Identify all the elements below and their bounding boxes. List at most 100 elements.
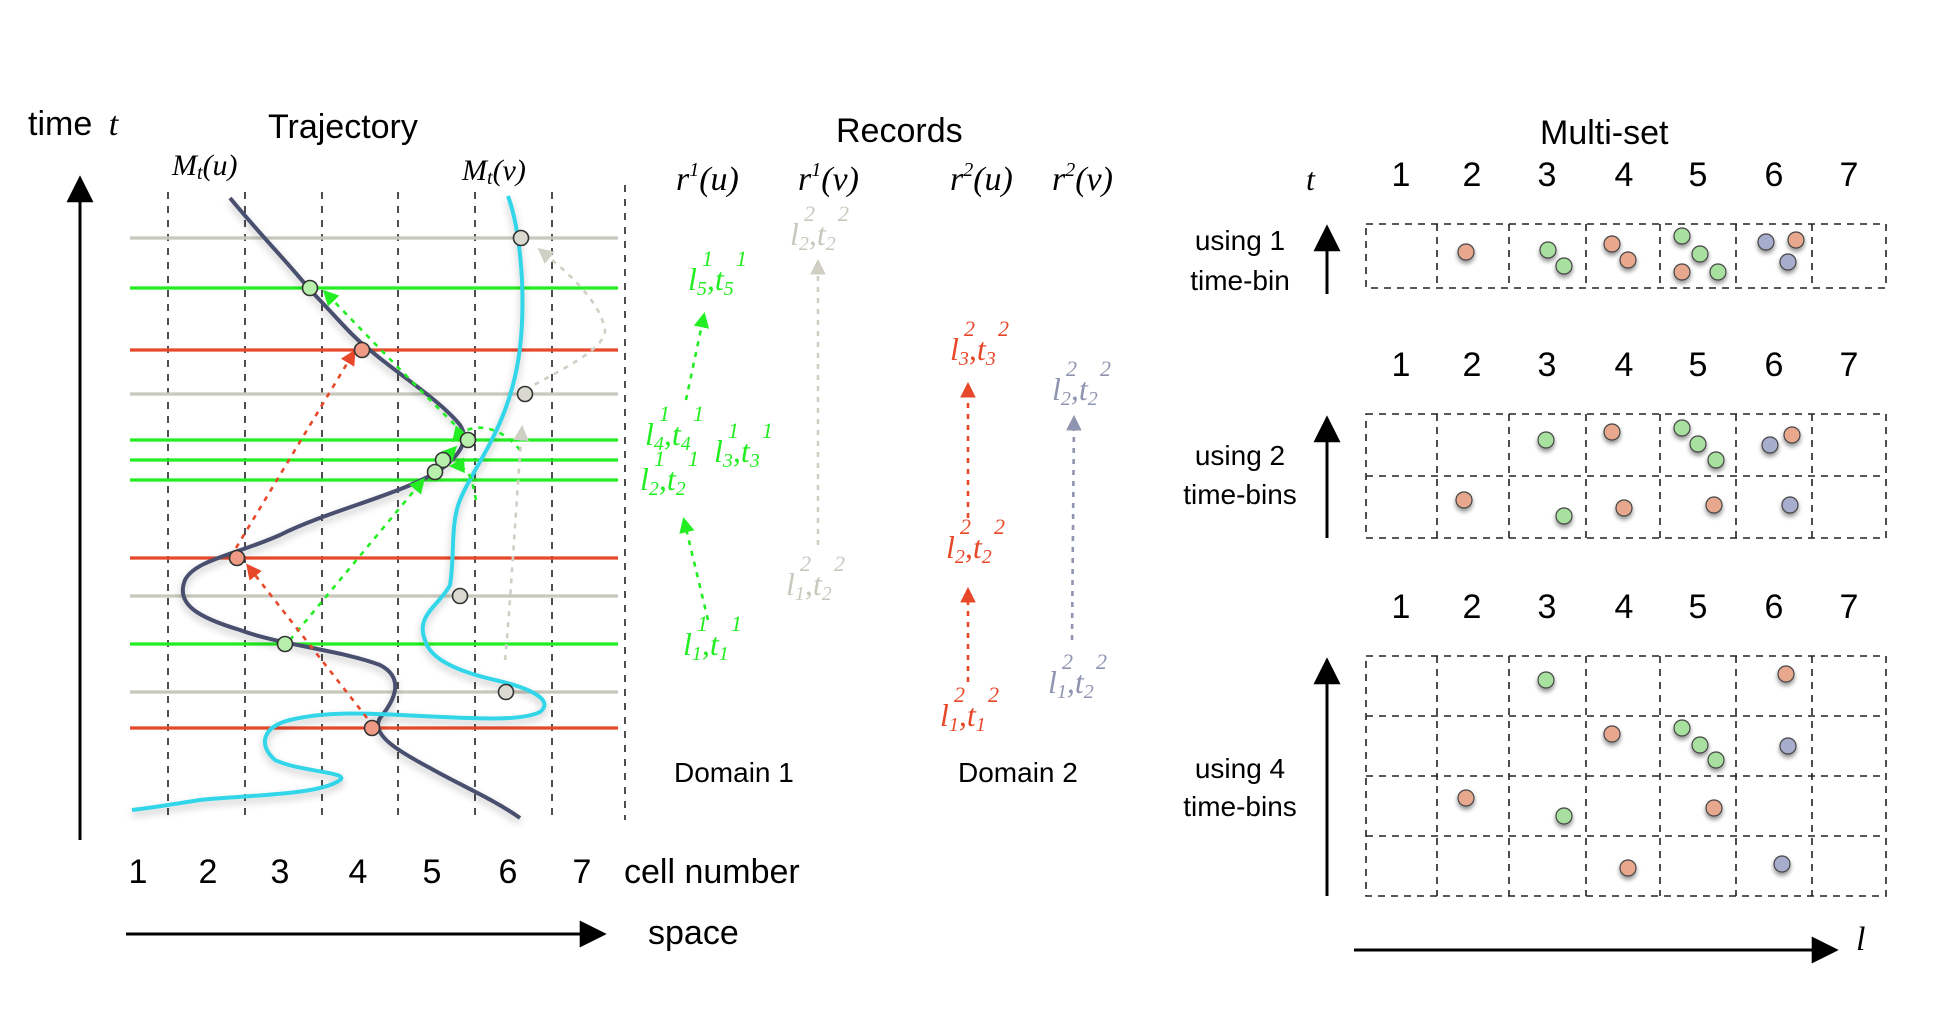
svg-text:1: 1 <box>736 246 747 271</box>
bins-label-line2: time-bins <box>1183 791 1297 822</box>
red-multiset-dot <box>1457 789 1475 807</box>
trajectory-title: Trajectory <box>268 108 418 146</box>
svg-text:l2,t2: l2,t2 <box>946 529 992 568</box>
domain2-label: Domain 2 <box>958 757 1078 788</box>
svg-text:l2,t2: l2,t2 <box>640 461 686 500</box>
trajectory-v-curve <box>131 195 547 812</box>
record-column-header: r2(u) <box>950 159 1013 198</box>
time-axis-label: time t <box>28 105 120 143</box>
svg-text:l4,t4: l4,t4 <box>645 416 691 455</box>
green-multiset-dot <box>1709 263 1727 281</box>
red-node <box>353 341 371 359</box>
multiset-col-label: 6 <box>1765 346 1784 384</box>
cell-label: 7 <box>573 853 592 891</box>
svg-text:1: 1 <box>654 446 665 471</box>
curve-u-label: Mt(u) <box>171 149 238 184</box>
green-node <box>301 279 319 297</box>
blue-multiset-dot <box>1757 233 1775 251</box>
svg-text:2: 2 <box>804 201 815 226</box>
green-multiset-dot <box>1555 807 1573 825</box>
record-column-header: r1(v) <box>798 159 859 198</box>
domain1-label: Domain 1 <box>674 757 794 788</box>
svg-text:1: 1 <box>731 611 742 636</box>
blue-multiset-dot <box>1761 436 1779 454</box>
multiset-col-label: 3 <box>1538 346 1557 384</box>
gray-node <box>451 587 469 605</box>
svg-text:l1,t1: l1,t1 <box>940 697 986 736</box>
red-multiset-dot <box>1603 725 1621 743</box>
bins-label-line2: time-bin <box>1190 265 1290 296</box>
svg-text:2: 2 <box>1096 649 1107 674</box>
green-multiset-dot <box>1707 751 1725 769</box>
green-arrow-3 <box>322 289 471 441</box>
l-axis-label: l <box>1856 921 1865 958</box>
svg-text:l3,t3: l3,t3 <box>714 433 760 472</box>
green-multiset-dot <box>1555 507 1573 525</box>
multiset-col-label: 7 <box>1840 346 1859 384</box>
gray-arrow-1 <box>503 424 529 661</box>
gray-arrow-2 <box>524 248 607 392</box>
time-lines <box>130 236 618 730</box>
svg-text:1: 1 <box>659 401 670 426</box>
green-multiset-dot <box>1691 736 1709 754</box>
records-title: Records <box>836 112 963 150</box>
svg-text:l5,t5: l5,t5 <box>688 261 734 300</box>
multiset-col-label: 1 <box>1392 588 1411 626</box>
svg-text:1: 1 <box>688 446 699 471</box>
green-arrow-4 <box>448 457 478 501</box>
gray-node <box>512 229 530 247</box>
red-multiset-dot <box>1455 491 1473 509</box>
green-arrow-5 <box>452 425 522 451</box>
cell-dividers <box>167 185 626 820</box>
green-node <box>459 431 477 449</box>
red-arrow-1 <box>246 563 369 719</box>
cell-label: 2 <box>199 853 218 891</box>
svg-text:1: 1 <box>693 401 704 426</box>
red-multiset-dot <box>1705 799 1723 817</box>
multiset-col-label: 6 <box>1765 156 1784 194</box>
multiset-col-label: 2 <box>1463 346 1482 384</box>
red-arrow-2 <box>234 349 356 549</box>
red-multiset-dot <box>1457 243 1475 261</box>
red-node <box>228 549 246 567</box>
red-multiset-dot <box>1603 235 1621 253</box>
svg-text:2: 2 <box>994 514 1005 539</box>
green-arrow-1 <box>289 477 425 641</box>
grid-border <box>1365 223 1887 289</box>
green-multiset-dot <box>1673 719 1691 737</box>
trajectory-nodes <box>228 229 534 737</box>
red-multiset-dot <box>1619 251 1637 269</box>
multiset-col-label: 4 <box>1615 156 1634 194</box>
multiset-col-label: 1 <box>1392 346 1411 384</box>
cell-label: 1 <box>129 853 148 891</box>
svg-text:l2,t2: l2,t2 <box>790 216 836 255</box>
red-multiset-dot <box>1619 859 1637 877</box>
red-node <box>363 719 381 737</box>
multiset-col-label: 3 <box>1538 588 1557 626</box>
multiset-col-label: 5 <box>1689 588 1708 626</box>
record-column-headers: r1(u)r1(v)r2(u)r2(v) <box>676 159 1113 198</box>
green-multiset-dot <box>1555 257 1573 275</box>
red-multiset-dot <box>1783 426 1801 444</box>
gray-node <box>516 385 534 403</box>
record-column-header: r1(u) <box>676 159 739 198</box>
svg-text:l2,t2: l2,t2 <box>1052 371 1098 410</box>
bins-label-line2: time-bins <box>1183 479 1297 510</box>
green-multiset-dot <box>1537 671 1555 689</box>
svg-text:2: 2 <box>1100 356 1111 381</box>
multiset-col-label: 5 <box>1689 156 1708 194</box>
multiset-col-label: 1 <box>1392 156 1411 194</box>
red-multiset-dot <box>1705 496 1723 514</box>
svg-text:2: 2 <box>960 514 971 539</box>
